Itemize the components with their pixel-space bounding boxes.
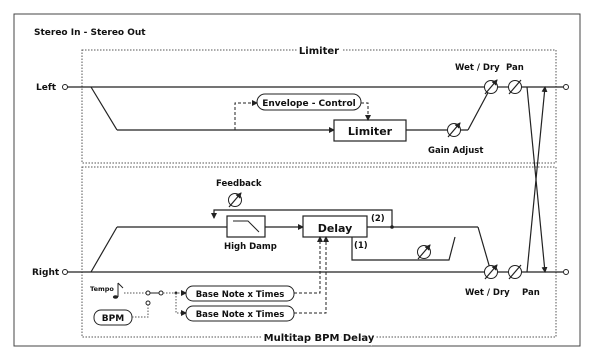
diagram-title: Stereo In - Stereo Out	[34, 28, 146, 38]
right-input-jack	[62, 269, 68, 275]
left-input-label: Left	[36, 83, 57, 93]
gain-adjust-label: Gain Adjust	[428, 146, 483, 156]
right-input-label: Right	[32, 268, 60, 278]
envelope-control-label: Envelope - Control	[262, 99, 356, 109]
wet-dry-label-bottom: Wet / Dry	[465, 288, 510, 298]
pan-label-bottom: Pan	[522, 288, 540, 298]
tempo-switch-pivot	[158, 290, 164, 296]
note-icon	[112, 282, 124, 299]
limiter-block-label: Limiter	[348, 125, 393, 138]
high-damp-filter	[226, 215, 266, 238]
tempo-switch-contact-a	[145, 290, 151, 296]
right-output-jack	[563, 269, 569, 275]
limiter-section-box	[81, 49, 557, 164]
tap-2-label: (2)	[371, 214, 385, 224]
bpm-label: BPM	[102, 314, 124, 324]
base-note-label-1: Base Note x Times	[196, 290, 285, 300]
high-damp-label: High Damp	[224, 242, 277, 252]
left-output-jack	[563, 84, 569, 90]
wet-dry-label-top: Wet / Dry	[455, 63, 500, 73]
delay-section-label: Multitap BPM Delay	[264, 333, 375, 344]
base-note-label-2: Base Note x Times	[196, 310, 285, 320]
tap-1-level-knob	[417, 244, 431, 260]
envelope-control-block	[256, 93, 362, 111]
pan-label-top: Pan	[506, 63, 524, 73]
tempo-switch-contact-b	[145, 300, 151, 306]
wet-dry-knob-left	[484, 79, 498, 95]
limiter-section-label: Limiter	[299, 46, 339, 57]
pan-knob-right	[508, 264, 522, 280]
pan-knob-left	[508, 79, 522, 95]
delay-block-label: Delay	[318, 222, 353, 235]
delay-section-box	[81, 166, 557, 338]
wet-dry-knob-right	[484, 264, 498, 280]
diagram-frame	[13, 13, 581, 347]
tap-1-label: (1)	[354, 241, 368, 251]
feedback-knob	[228, 192, 242, 208]
left-input-jack	[62, 84, 68, 90]
tempo-label: Tempo	[90, 285, 114, 293]
feedback-label: Feedback	[216, 179, 262, 189]
gain-adjust-knob	[447, 122, 461, 138]
